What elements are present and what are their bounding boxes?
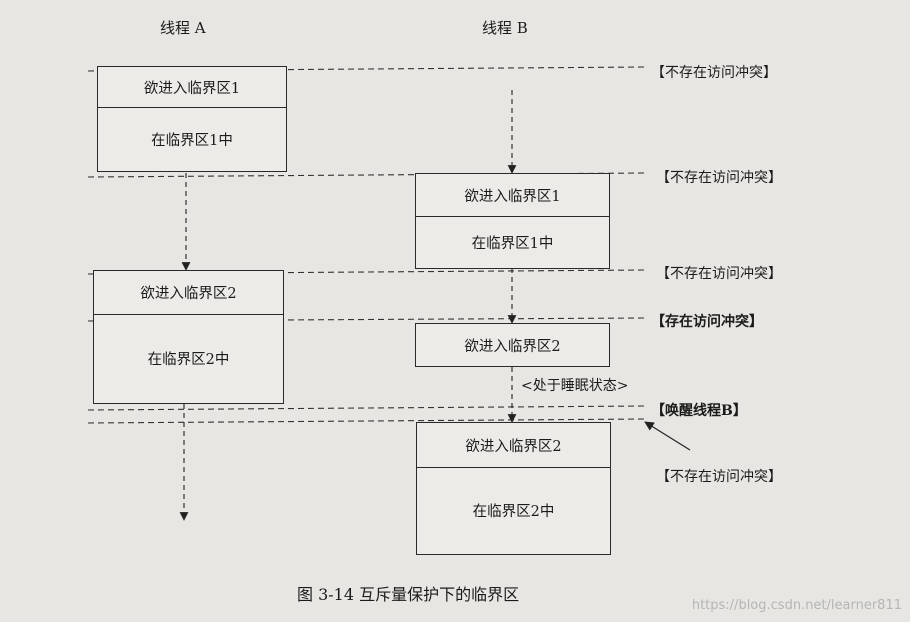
thread-b-header: 线程 B	[482, 19, 528, 37]
thread-a-block-2: 欲进入临界区2 在临界区2中	[93, 270, 284, 404]
thread-b-block-3: 欲进入临界区2 在临界区2中	[416, 422, 611, 555]
thread-a-header: 线程 A	[160, 19, 206, 37]
block-body: 在临界区2中	[472, 504, 555, 520]
block-title: 欲进入临界区1	[98, 67, 286, 108]
block-title: 欲进入临界区1	[416, 174, 609, 217]
note-conflict: 【存在访问冲突】	[651, 314, 763, 330]
watermark: https://blog.csdn.net/learner811	[691, 598, 902, 613]
note-no-conflict: 【不存在访问冲突】	[651, 65, 777, 81]
block-title: 欲进入临界区2	[94, 271, 283, 315]
sleep-label: <处于睡眠状态>	[521, 378, 629, 394]
thread-b-block-2: 欲进入临界区2	[415, 323, 610, 367]
note-no-conflict: 【不存在访问冲突】	[656, 170, 782, 186]
note-no-conflict: 【不存在访问冲突】	[656, 469, 782, 485]
block-title: 欲进入临界区2	[417, 423, 610, 468]
note-no-conflict: 【不存在访问冲突】	[656, 266, 782, 282]
note-wake-thread-b: 【唤醒线程B】	[651, 403, 747, 419]
block-body: 在临界区1中	[471, 235, 554, 252]
thread-a-block-1: 欲进入临界区1 在临界区1中	[97, 66, 287, 172]
block-body: 在临界区2中	[147, 352, 230, 368]
wake-arrow	[644, 421, 691, 451]
thread-b-block-1: 欲进入临界区1 在临界区1中	[415, 173, 610, 269]
block-body: 在临界区1中	[151, 132, 233, 149]
figure-caption: 图 3-14 互斥量保护下的临界区	[297, 585, 520, 604]
